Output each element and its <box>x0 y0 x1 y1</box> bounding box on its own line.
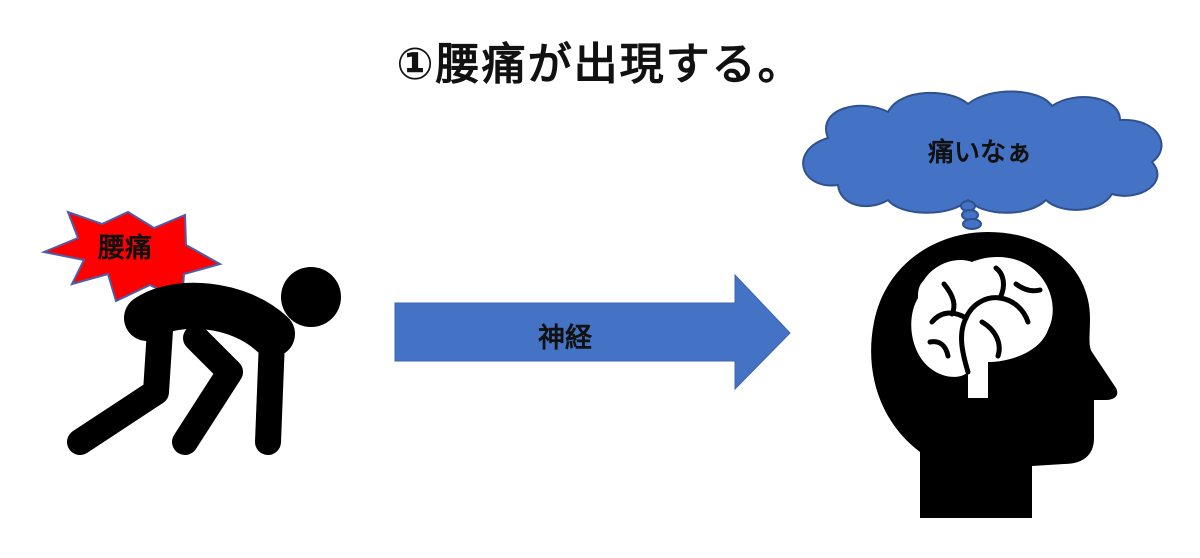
page-title: ①腰痛が出現する。 <box>396 39 804 90</box>
burst-label: 腰痛 <box>98 233 152 264</box>
head-with-brain-icon <box>871 232 1118 518</box>
thought-cloud-icon <box>802 90 1163 230</box>
right-arrow-icon <box>394 273 791 391</box>
explosion-burst-icon <box>40 210 223 303</box>
hunched-person-back-pain-icon <box>67 267 341 455</box>
arrow-label: 神経 <box>538 323 592 354</box>
thought-cloud-label: 痛いなぁ <box>927 138 1032 168</box>
